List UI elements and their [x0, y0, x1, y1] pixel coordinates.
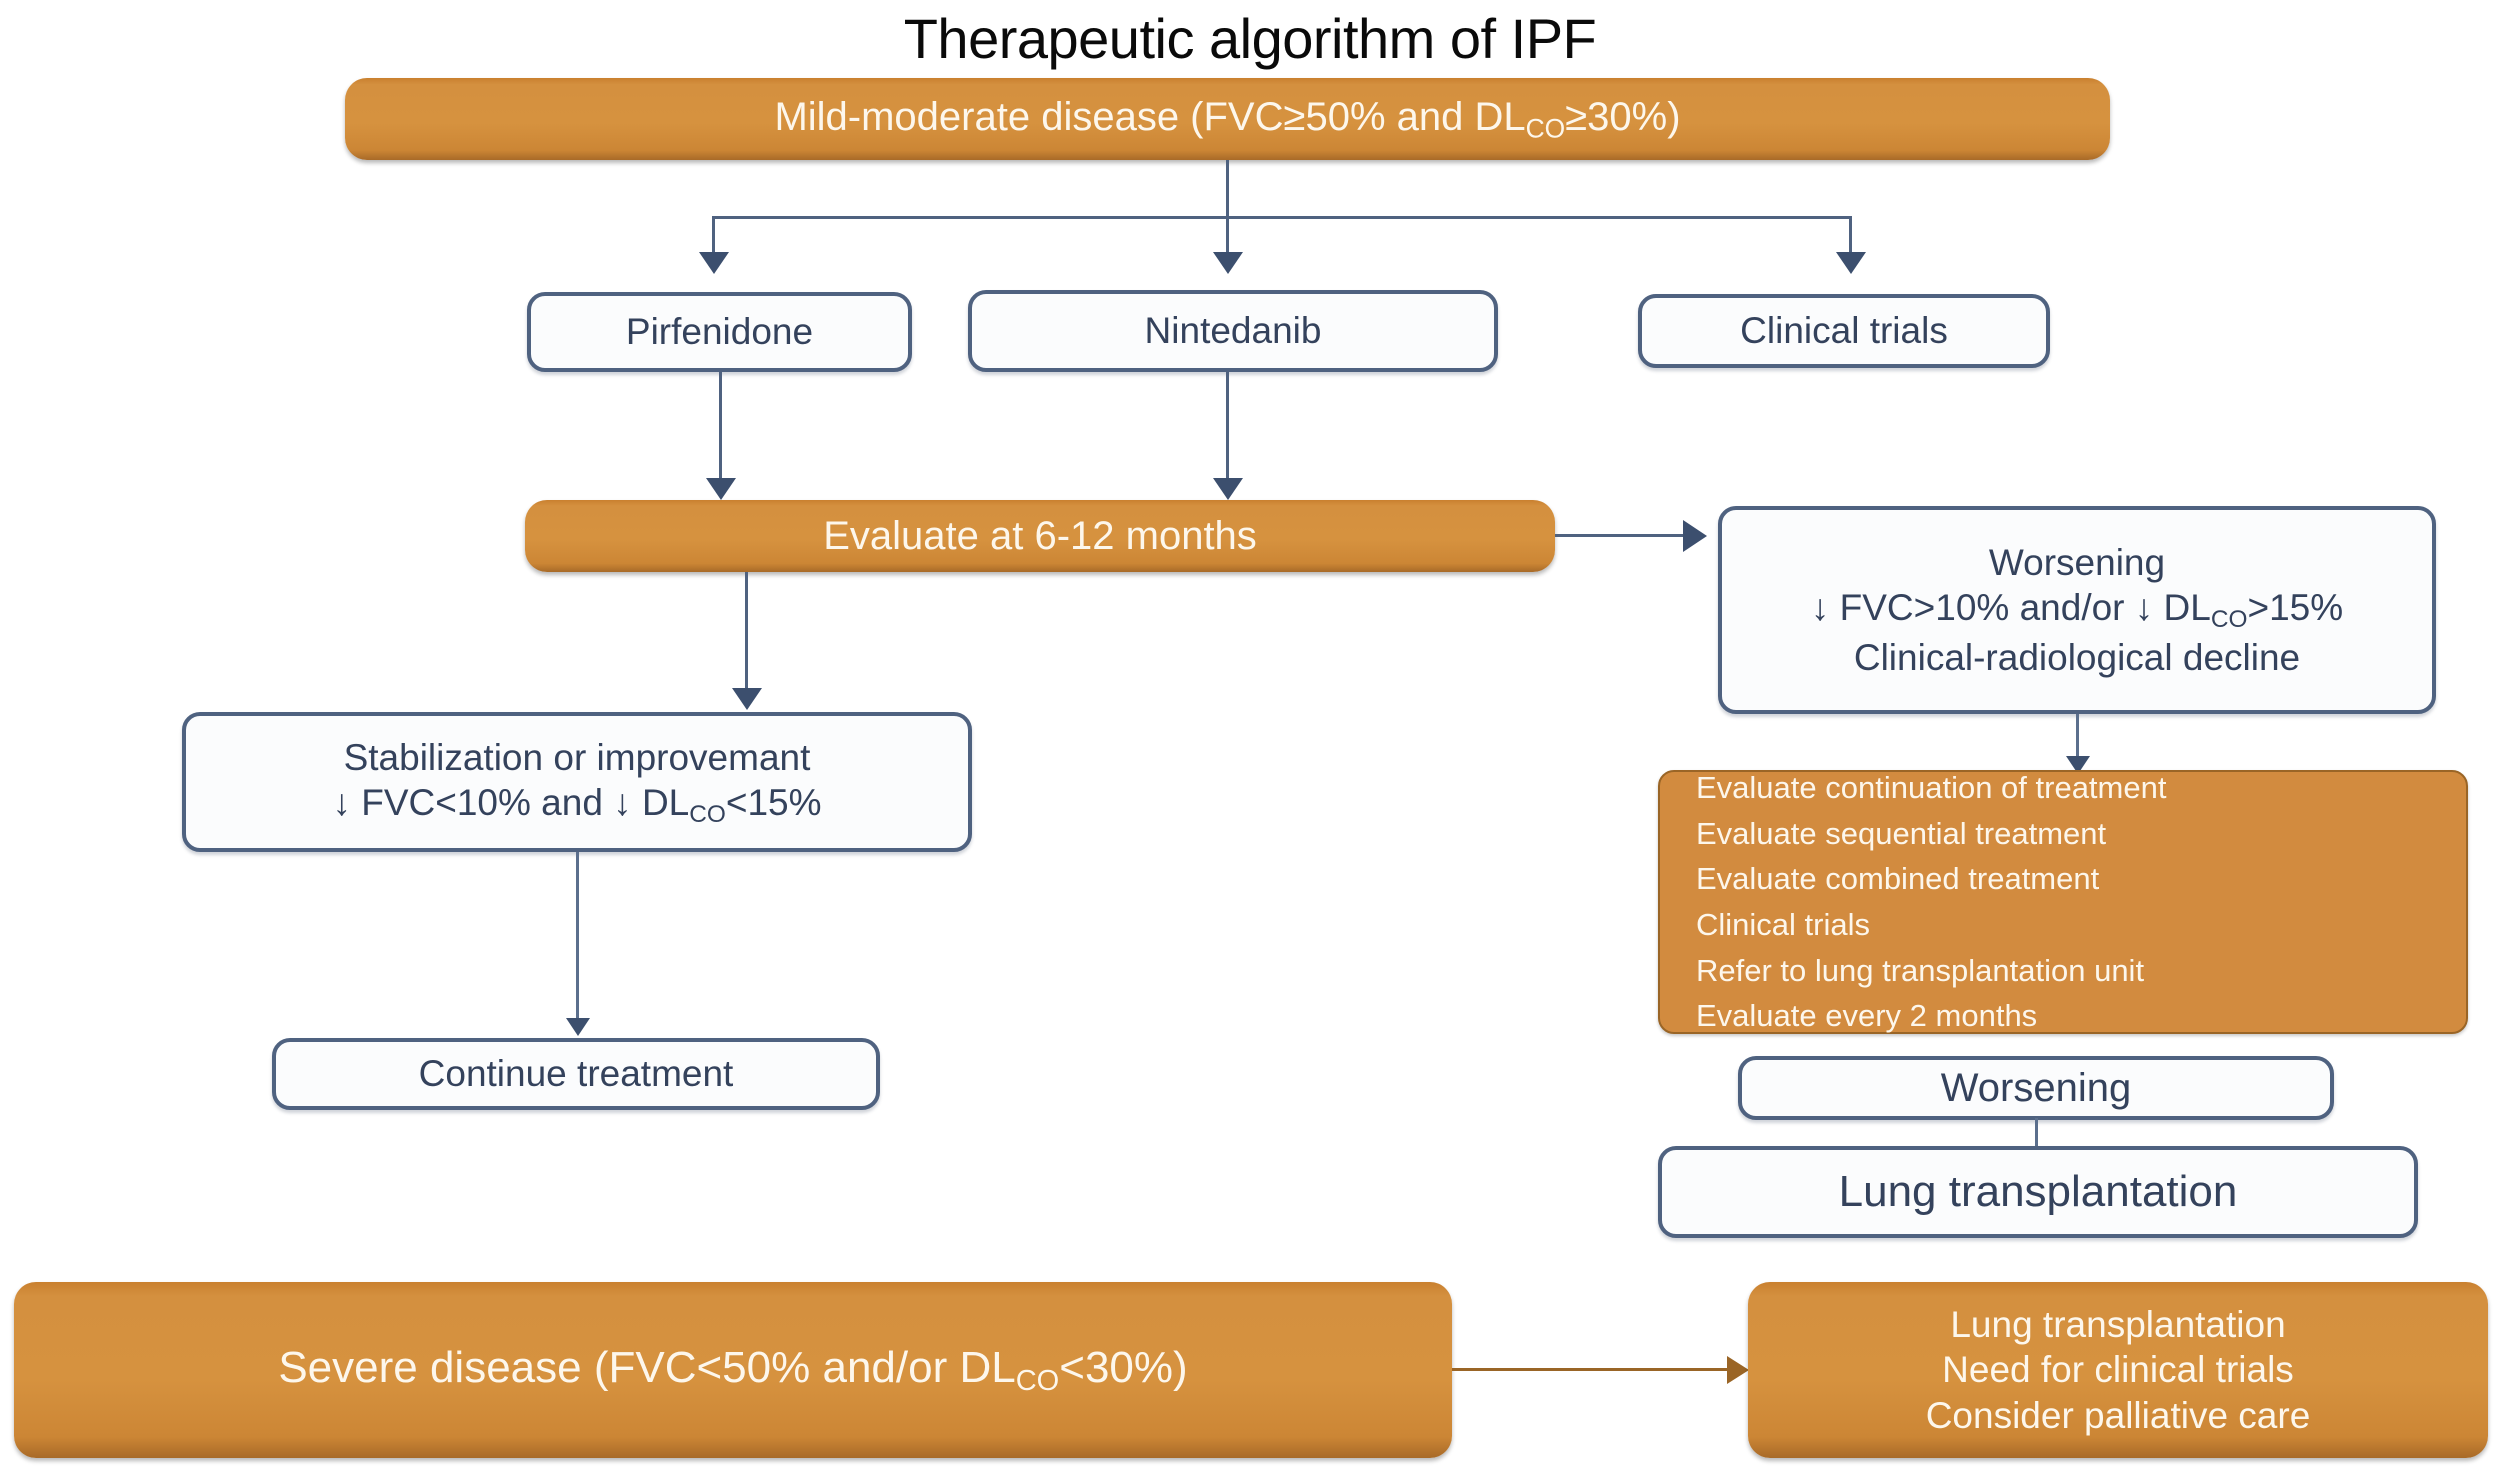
worsening-line-1: Worsening [1988, 542, 2166, 584]
connector-stabilization-to-continue [576, 852, 579, 1022]
node-pirfenidone[interactable]: Pirfenidone [527, 292, 912, 372]
arrowhead-to-pirfenidone [699, 252, 729, 274]
node-evaluate-6-12-months[interactable]: Evaluate at 6-12 months [525, 500, 1555, 572]
connector-worsening-to-options [2076, 714, 2079, 762]
connector-branch-to-clinical-trials [1849, 216, 1852, 254]
arrowhead-to-clinical-trials [1836, 252, 1866, 274]
node-continue-treatment-label: Continue treatment [418, 1053, 734, 1095]
arrowhead-evaluate-to-worsening [1683, 520, 1707, 552]
severe-action-item: Lung transplantation [1950, 1304, 2286, 1346]
connector-branch-to-nintedanib [1226, 216, 1229, 254]
arrowhead-worsening-to-options [2066, 756, 2090, 774]
node-pirfenidone-label: Pirfenidone [625, 311, 814, 353]
node-severe-disease[interactable]: Severe disease (FVC<50% and/or DLCO<30%) [14, 1282, 1452, 1458]
node-nintedanib-label: Nintedanib [1144, 310, 1322, 352]
subscript-co: CO [2210, 606, 2248, 634]
treatment-option-item: Refer to lung transplantation unit [1696, 952, 2145, 988]
stabilization-line-1: Stabilization or improvemant [343, 736, 811, 778]
treatment-option-item: Evaluate every 2 months [1696, 998, 2038, 1034]
severe-action-item: Need for clinical trials [1942, 1349, 2294, 1391]
node-mild-moderate-disease[interactable]: Mild-moderate disease (FVC≥50% and DLCO≥… [345, 78, 2110, 160]
node-evaluate-6-12-months-label: Evaluate at 6-12 months [823, 513, 1257, 558]
treatment-option-item: Evaluate sequential treatment [1696, 815, 2107, 851]
treatment-option-item: Clinical trials [1696, 907, 1870, 942]
worsening-line-2: ↓ FVC>10% and/or ↓ DLCO>15% [1810, 587, 2344, 634]
connector-severe-to-actions [1452, 1368, 1727, 1371]
node-treatment-options[interactable]: Evaluate continuation of treatment Evalu… [1658, 770, 2468, 1034]
connector-evaluate-to-worsening [1555, 534, 1683, 537]
subscript-co: CO [689, 800, 726, 828]
node-lung-transplantation-label: Lung transplantation [1838, 1167, 2238, 1217]
node-worsening-secondary[interactable]: Worsening [1738, 1056, 2334, 1120]
node-severe-actions[interactable]: Lung transplantation Need for clinical t… [1748, 1282, 2488, 1458]
node-worsening-secondary-label: Worsening [1940, 1065, 2132, 1110]
connector-pirfenidone-to-evaluate [719, 372, 722, 480]
node-clinical-trials[interactable]: Clinical trials [1638, 294, 2050, 368]
arrowhead-to-nintedanib [1213, 252, 1243, 274]
arrowhead-nintedanib-to-evaluate [1213, 478, 1243, 500]
node-lung-transplantation[interactable]: Lung transplantation [1658, 1146, 2418, 1238]
subscript-co: CO [1525, 113, 1566, 144]
node-severe-disease-label: Severe disease (FVC<50% and/or DLCO<30%) [278, 1342, 1188, 1397]
connector-evaluate-to-stabilization [745, 572, 748, 690]
connector-nintedanib-to-evaluate [1226, 372, 1229, 480]
stabilization-line-2: ↓ FVC<10% and ↓ DLCO<15% [332, 781, 822, 828]
node-continue-treatment[interactable]: Continue treatment [272, 1038, 880, 1110]
connector-mild-to-branch [1226, 160, 1229, 218]
arrowhead-severe-to-actions [1727, 1356, 1749, 1384]
arrowhead-stabilization-to-continue [566, 1018, 590, 1036]
severe-action-item: Consider palliative care [1925, 1394, 2311, 1436]
node-stabilization[interactable]: Stabilization or improvemant ↓ FVC<10% a… [182, 712, 972, 852]
node-clinical-trials-label: Clinical trials [1740, 310, 1948, 352]
subscript-co: CO [1015, 1364, 1060, 1397]
connector-branch-bar [712, 216, 1852, 219]
connector-branch-to-pirfenidone [712, 216, 715, 254]
node-mild-moderate-disease-label: Mild-moderate disease (FVC≥50% and DLCO≥… [774, 95, 1681, 144]
arrowhead-pirfenidone-to-evaluate [706, 478, 736, 500]
node-worsening-criteria[interactable]: Worsening ↓ FVC>10% and/or ↓ DLCO>15% Cl… [1718, 506, 2436, 714]
node-nintedanib[interactable]: Nintedanib [968, 290, 1498, 372]
arrowhead-evaluate-to-stabilization [732, 688, 762, 710]
page-title: Therapeutic algorithm of IPF [903, 7, 1597, 70]
connector-worsening2-to-transplant [2035, 1118, 2038, 1148]
worsening-line-3: Clinical-radiological decline [1853, 636, 2301, 678]
treatment-option-item: Evaluate combined treatment [1696, 861, 2100, 897]
treatment-option-item: Evaluate continuation of treatment [1696, 770, 2167, 806]
